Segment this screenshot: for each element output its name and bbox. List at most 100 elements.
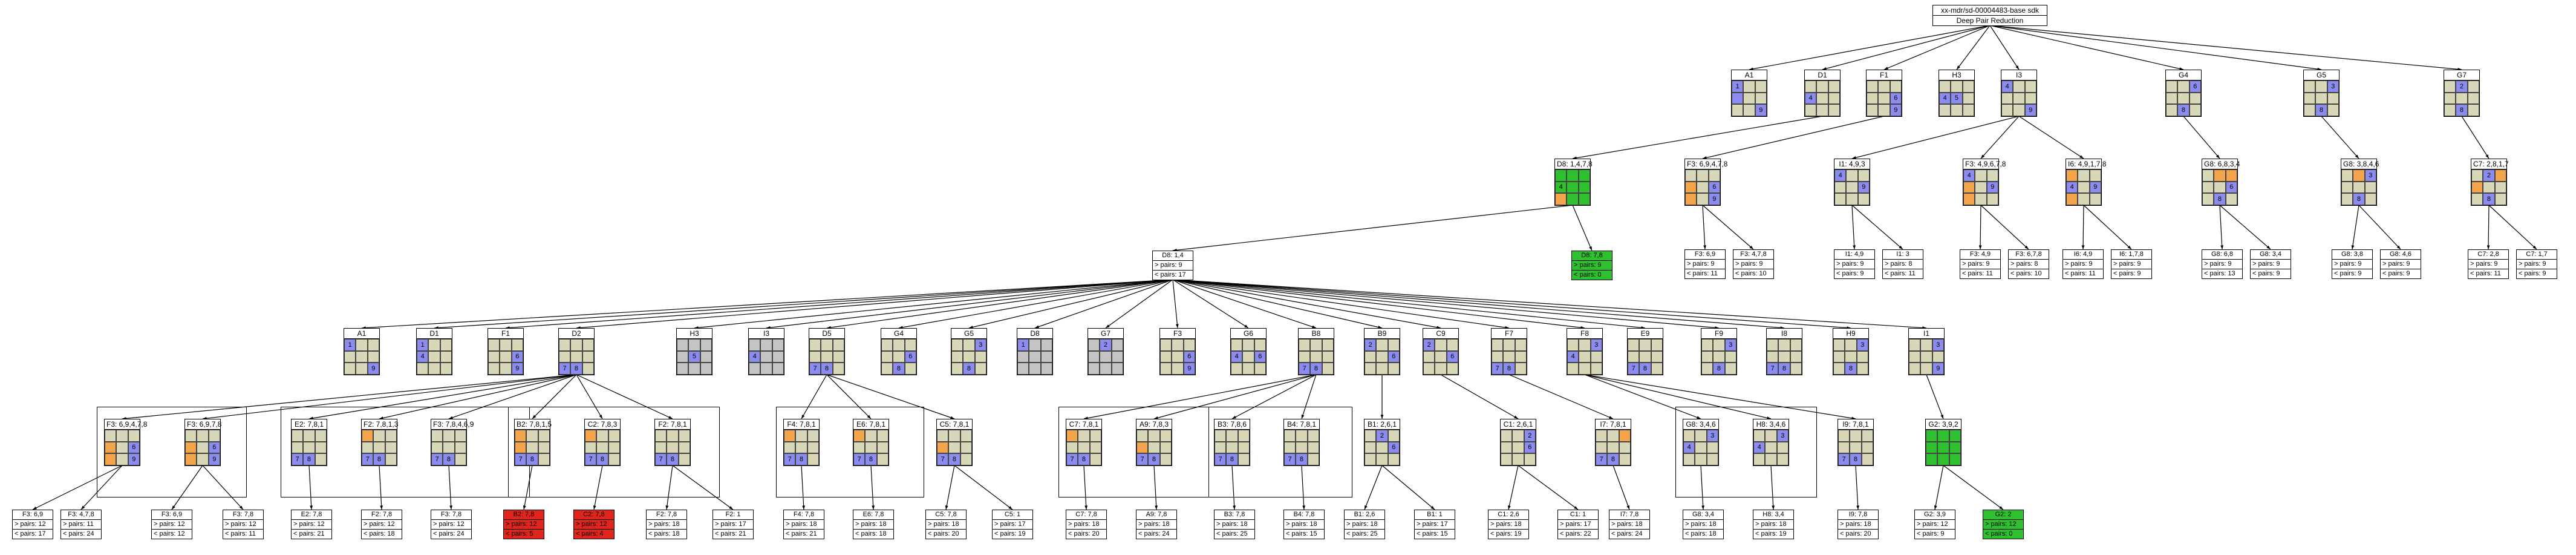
grid-cell	[853, 430, 866, 442]
leaf-node-c7-78: C7: 7,8> pairs: 18< pairs: 20	[1066, 510, 1107, 539]
grid-cell	[105, 453, 117, 465]
node-label: C9	[1423, 328, 1459, 339]
pairs-greater: > pairs: 18	[784, 519, 824, 529]
pairs-less: < pairs: 24	[1609, 529, 1649, 539]
pairs-greater: > pairs: 18	[926, 519, 966, 529]
node-label: E9	[1627, 328, 1663, 339]
grid-cell: 4	[2066, 181, 2078, 194]
node-label: E2: 7,8,1	[291, 419, 327, 430]
pairs-less: < pairs: 21	[713, 529, 753, 539]
grid-cell	[1226, 441, 1238, 454]
grid-cell	[1322, 339, 1334, 351]
edge	[1172, 279, 1441, 329]
edge	[1822, 25, 1991, 70]
grid-cell: 7	[655, 453, 667, 465]
edge-arrowhead	[1940, 415, 1943, 419]
grid-cell	[385, 430, 397, 442]
grid-cell	[1242, 363, 1254, 375]
leaf-label: F3: 6,9	[161, 511, 183, 518]
grid-cell	[1701, 339, 1714, 351]
grid-cell: 9	[1932, 363, 1944, 375]
pairs-greater: > pairs: 17	[1558, 519, 1598, 529]
edge-arrowhead	[668, 416, 673, 419]
grid-cell	[881, 339, 893, 351]
grid-cell	[1111, 350, 1123, 363]
grid-cell	[1790, 339, 1802, 351]
edge	[1172, 205, 1573, 251]
grid-cell	[208, 430, 220, 442]
pairs-greater: > pairs: 18	[647, 519, 686, 529]
edge	[1083, 374, 1317, 419]
node-label: I7: 7,8,1	[1595, 419, 1631, 430]
grid-cell: 6	[1890, 92, 1902, 105]
grid-cell	[1296, 430, 1308, 442]
grid-cell: 7	[784, 453, 796, 465]
grid-cell	[2494, 193, 2506, 205]
grid-cell: 6	[1708, 181, 1720, 194]
grid-cell	[667, 430, 679, 442]
edge-arrowhead	[1084, 505, 1088, 510]
grid-cell	[1975, 181, 1987, 194]
grid-cell: 7	[362, 453, 374, 465]
grid-cell	[2013, 92, 2025, 105]
grid-cell	[1555, 193, 1567, 205]
node-label: G7	[1087, 328, 1124, 339]
grid-cell	[1651, 339, 1663, 351]
pairs-less: < pairs: 18	[853, 529, 893, 539]
grid-cell	[677, 363, 689, 375]
grid-cell	[1040, 350, 1052, 363]
grid-cell: 8	[596, 453, 608, 465]
grid-cell	[1231, 339, 1243, 351]
leaf-node-f3-478-b: F3: 4,7,8> pairs: 11< pairs: 24	[60, 510, 102, 539]
node-label: G7	[2444, 70, 2480, 80]
edge-arrowhead	[1767, 416, 1771, 419]
grid-cell	[1492, 339, 1504, 351]
grid-cell	[1089, 453, 1101, 465]
edge	[1153, 465, 1157, 510]
grid-cell	[1501, 441, 1513, 454]
grid-cell	[1590, 363, 1602, 375]
grid-cell	[881, 350, 893, 363]
grid-cell	[2202, 193, 2214, 205]
edge	[1934, 465, 1944, 510]
edge	[523, 465, 533, 510]
edge	[80, 465, 123, 510]
edge	[2358, 205, 2401, 250]
leaf-node-i6-49: I6: 4,9> pairs: 9< pairs: 11	[2062, 249, 2104, 279]
edge-arrowhead	[1703, 156, 1707, 159]
edge-arrowhead	[1999, 506, 2003, 510]
edge	[1231, 465, 1235, 510]
node-label: B2: 7,8,1,5	[514, 419, 552, 430]
edge-arrowhead	[2220, 245, 2224, 249]
pairs-greater: > pairs: 9	[2063, 259, 2103, 269]
grid-cell: 9	[2024, 104, 2036, 116]
grid-cell	[2001, 104, 2014, 116]
grid-cell	[795, 430, 807, 442]
grid-cell	[356, 350, 368, 363]
leaf-label: E2: 7,8	[301, 511, 322, 518]
grid-cell	[2315, 92, 2327, 105]
grid-cell	[1850, 430, 1862, 442]
grid-cell	[749, 339, 761, 351]
grid-cell	[526, 441, 538, 454]
edge	[434, 279, 1173, 329]
edge-arrowhead	[1378, 326, 1382, 329]
edge	[1584, 374, 1772, 419]
leaf-label: F3: 7,8	[232, 511, 254, 518]
edge-arrowhead	[1301, 415, 1305, 419]
grid-cell	[367, 339, 379, 351]
edge	[2461, 116, 2490, 159]
grid-cell: 7	[1596, 453, 1608, 465]
grid-cell	[2353, 181, 2365, 194]
